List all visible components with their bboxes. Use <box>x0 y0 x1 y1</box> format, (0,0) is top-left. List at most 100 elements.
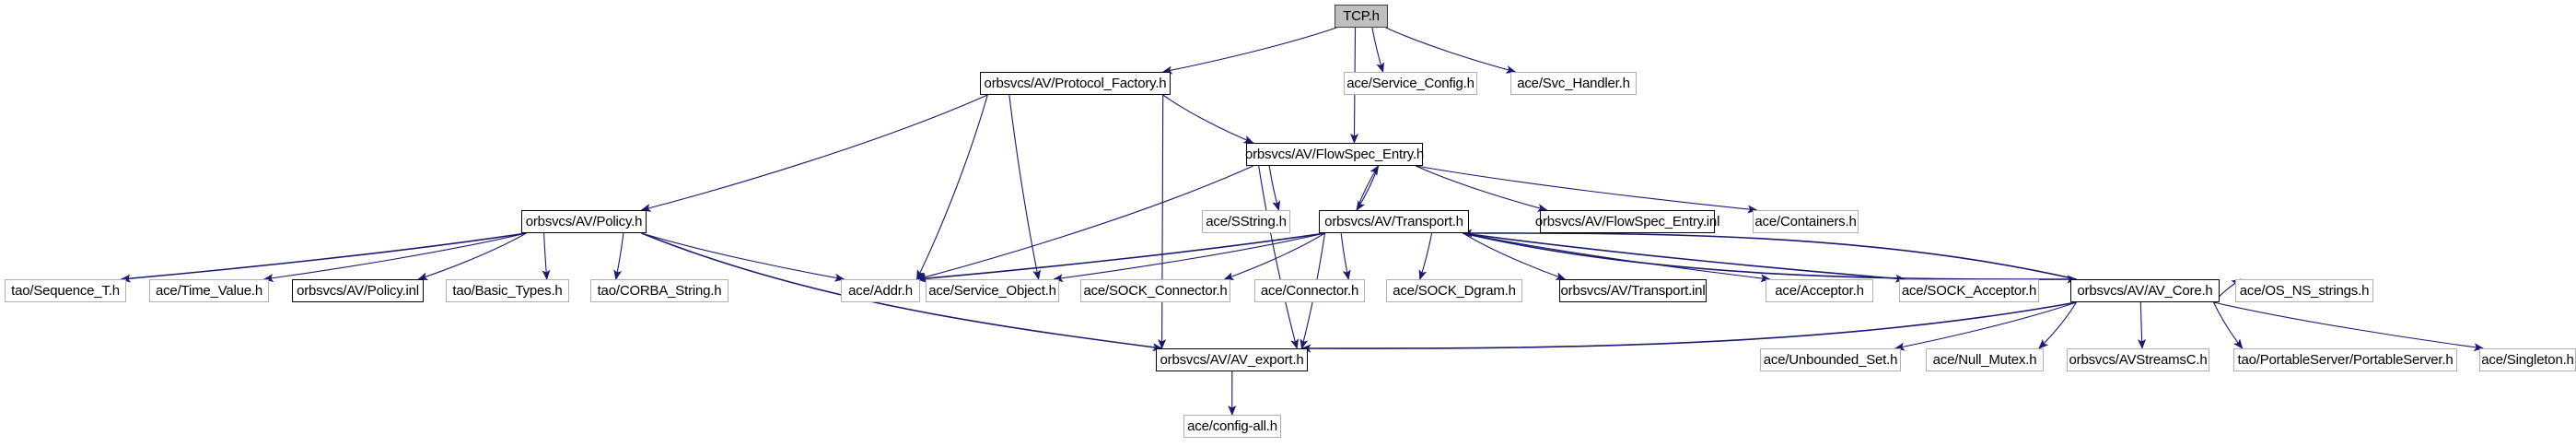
graph-node-label: ace/Connector.h <box>1260 283 1359 299</box>
graph-node-label: orbsvcs/AV/Protocol_Factory.h <box>984 76 1167 91</box>
graph-node-addr[interactable]: ace/Addr.h <box>841 279 920 302</box>
graph-edge-transport-to-connector <box>1340 232 1351 280</box>
graph-node-connector[interactable]: ace/Connector.h <box>1254 279 1365 302</box>
graph-node-avcore[interactable]: orbsvcs/AV/AV_Core.h <box>2070 279 2220 302</box>
graph-node-unboundedset[interactable]: ace/Unbounded_Set.h <box>1760 348 1901 371</box>
graph-node-label: orbsvcs/AV/FlowSpec_Entry.inl <box>1534 214 1720 229</box>
graph-node-flowspecinl[interactable]: orbsvcs/AV/FlowSpec_Entry.inl <box>1535 210 1719 233</box>
graph-edge-flowspec-to-sstring <box>1268 165 1281 211</box>
graph-node-label: tao/Sequence_T.h <box>11 283 120 299</box>
graph-edge-transport-to-serviceobject <box>1053 232 1325 283</box>
graph-node-singleton[interactable]: ace/Singleton.h <box>2479 348 2576 371</box>
graph-edge-protofac-to-policy <box>640 94 988 212</box>
graph-node-label: ace/config-all.h <box>1187 418 1277 434</box>
graph-edge-transport-to-sockdgram <box>1418 232 1433 280</box>
graph-edge-protofac-to-flowspec <box>1162 94 1254 144</box>
graph-node-osnsstrings[interactable]: ace/OS_NS_strings.h <box>2235 279 2373 302</box>
graph-node-svchandler[interactable]: ace/Svc_Handler.h <box>1510 72 1637 95</box>
graph-node-label: ace/Null_Mutex.h <box>1932 352 2037 368</box>
graph-node-transport[interactable]: orbsvcs/AV/Transport.h <box>1319 210 1469 233</box>
graph-edge-protofac-to-addr <box>916 94 988 280</box>
graph-edge-protofac-to-avexport <box>1158 94 1167 349</box>
graph-node-label: ace/SOCK_Acceptor.h <box>1901 283 2037 299</box>
graph-node-avstreamsc[interactable]: orbsvcs/AVStreamsC.h <box>2067 348 2209 371</box>
graph-node-protofac[interactable]: orbsvcs/AV/Protocol_Factory.h <box>980 72 1171 95</box>
graph-node-tcp[interactable]: TCP.h <box>1335 5 1388 28</box>
graph-edge-policy-to-policyinl <box>417 232 527 281</box>
graph-node-containers[interactable]: ace/Containers.h <box>1753 210 1859 233</box>
graph-node-basictypes[interactable]: tao/Basic_Types.h <box>446 279 569 302</box>
graph-node-label: orbsvcs/AV/Transport.inl <box>1560 283 1706 299</box>
graph-node-label: tao/PortableServer/PortableServer.h <box>2237 352 2454 368</box>
graph-edge-flowspec-to-flowspecinl <box>1416 165 1548 212</box>
graph-node-label: ace/Acceptor.h <box>1775 283 1864 299</box>
graph-edge-avcore-to-singleton <box>2213 301 2485 352</box>
graph-node-configall[interactable]: ace/config-all.h <box>1183 415 1281 438</box>
graph-edge-policy-to-sequence <box>120 232 527 283</box>
graph-edge-avcore-to-portableserver <box>2213 301 2244 349</box>
graph-node-label: orbsvcs/AV/AV_export.h <box>1160 352 1304 368</box>
graph-edge-avcore-to-transport <box>1462 229 2077 280</box>
graph-node-serviceobject[interactable]: ace/Service_Object.h <box>926 279 1059 302</box>
graph-edge-avcore-to-nullmutex <box>2038 301 2077 349</box>
graph-node-label: tao/Basic_Types.h <box>452 283 563 299</box>
graph-node-sockacceptor[interactable]: ace/SOCK_Acceptor.h <box>1899 279 2039 302</box>
graph-node-label: orbsvcs/AV/FlowSpec_Entry.h <box>1244 147 1425 162</box>
graph-edge-protofac-to-serviceobject <box>1008 94 1042 280</box>
graph-node-label: orbsvcs/AVStreamsC.h <box>2069 352 2208 368</box>
edge-group <box>120 27 2485 416</box>
graph-edge-avcore-to-unboundedset <box>1894 301 2077 351</box>
graph-node-acceptor[interactable]: ace/Acceptor.h <box>1766 279 1873 302</box>
graph-node-timevalue[interactable]: ace/Time_Value.h <box>149 279 269 302</box>
graph-edge-flowspec-to-addr <box>915 165 1253 281</box>
graph-node-label: ace/SString.h <box>1206 214 1287 229</box>
graph-edge-flowspec-to-containers <box>1416 165 1758 214</box>
graph-edge-policy-to-timevalue <box>262 232 527 283</box>
graph-node-label: ace/Service_Config.h <box>1346 76 1474 91</box>
graph-node-sockdgram[interactable]: ace/SOCK_Dgram.h <box>1386 279 1522 302</box>
graph-node-label: ace/OS_NS_strings.h <box>2239 283 2370 299</box>
graph-node-sequence[interactable]: tao/Sequence_T.h <box>5 279 126 302</box>
graph-node-policy[interactable]: orbsvcs/AV/Policy.h <box>521 210 647 233</box>
graph-node-label: orbsvcs/AV/AV_Core.h <box>2077 283 2213 299</box>
graph-node-label: ace/Singleton.h <box>2481 352 2574 368</box>
graph-node-label: orbsvcs/AV/Transport.h <box>1324 214 1463 229</box>
graph-edge-tcp-to-svchandler <box>1385 27 1517 74</box>
graph-edge-avcore-to-avstreamsc <box>2138 301 2147 349</box>
graph-edge-tcp-to-svcconfig <box>1371 27 1384 73</box>
graph-edge-transport-to-sockconnector <box>1223 232 1325 280</box>
graph-node-flowspec[interactable]: orbsvcs/AV/FlowSpec_Entry.h <box>1244 143 1425 166</box>
graph-node-avexport[interactable]: orbsvcs/AV/AV_export.h <box>1156 348 1308 371</box>
graph-node-label: ace/SOCK_Dgram.h <box>1393 283 1516 299</box>
graph-edge-tcp-to-protofac <box>1161 27 1337 75</box>
graph-node-sockconnector[interactable]: ace/SOCK_Connector.h <box>1080 279 1230 302</box>
graph-node-transportinl[interactable]: orbsvcs/AV/Transport.inl <box>1559 279 1707 302</box>
graph-edge-transport-to-transportinl <box>1463 232 1567 280</box>
graph-node-label: ace/Service_Object.h <box>928 283 1056 299</box>
graph-node-label: ace/Time_Value.h <box>155 283 263 299</box>
graph-edge-transport-to-avcore <box>1463 232 2078 284</box>
graph-edge-transport-to-addr <box>915 232 1325 283</box>
graph-node-policyinl[interactable]: orbsvcs/AV/Policy.inl <box>292 279 424 302</box>
graph-node-label: ace/Addr.h <box>848 283 913 299</box>
graph-node-label: orbsvcs/AV/Policy.inl <box>297 283 419 299</box>
graph-node-label: ace/Svc_Handler.h <box>1517 76 1630 91</box>
graph-edge-policy-to-corbastring <box>613 232 624 280</box>
graph-edge-avcore-to-avexport <box>1300 301 2077 353</box>
graph-edge-transport-to-acceptor <box>1463 232 1771 283</box>
graph-node-sstring[interactable]: ace/SString.h <box>1202 210 1290 233</box>
graph-edge-policy-to-avexport <box>641 232 1163 352</box>
graph-node-label: ace/Unbounded_Set.h <box>1763 352 1898 368</box>
graph-edge-transport-to-sockacceptor <box>1463 232 1906 283</box>
graph-edge-policy-to-addr <box>641 232 845 282</box>
graph-node-nullmutex[interactable]: ace/Null_Mutex.h <box>1926 348 2044 371</box>
graph-node-corbastring[interactable]: tao/CORBA_String.h <box>590 279 729 302</box>
graph-node-svcconfig[interactable]: ace/Service_Config.h <box>1344 72 1477 95</box>
graph-node-portableserver[interactable]: tao/PortableServer/PortableServer.h <box>2233 348 2457 371</box>
graph-node-label: orbsvcs/AV/Policy.h <box>525 214 643 229</box>
graph-node-label: ace/Containers.h <box>1754 214 1857 229</box>
graph-node-label: TCP.h <box>1343 8 1380 24</box>
graph-edge-flowspec-to-transport <box>1356 165 1380 211</box>
